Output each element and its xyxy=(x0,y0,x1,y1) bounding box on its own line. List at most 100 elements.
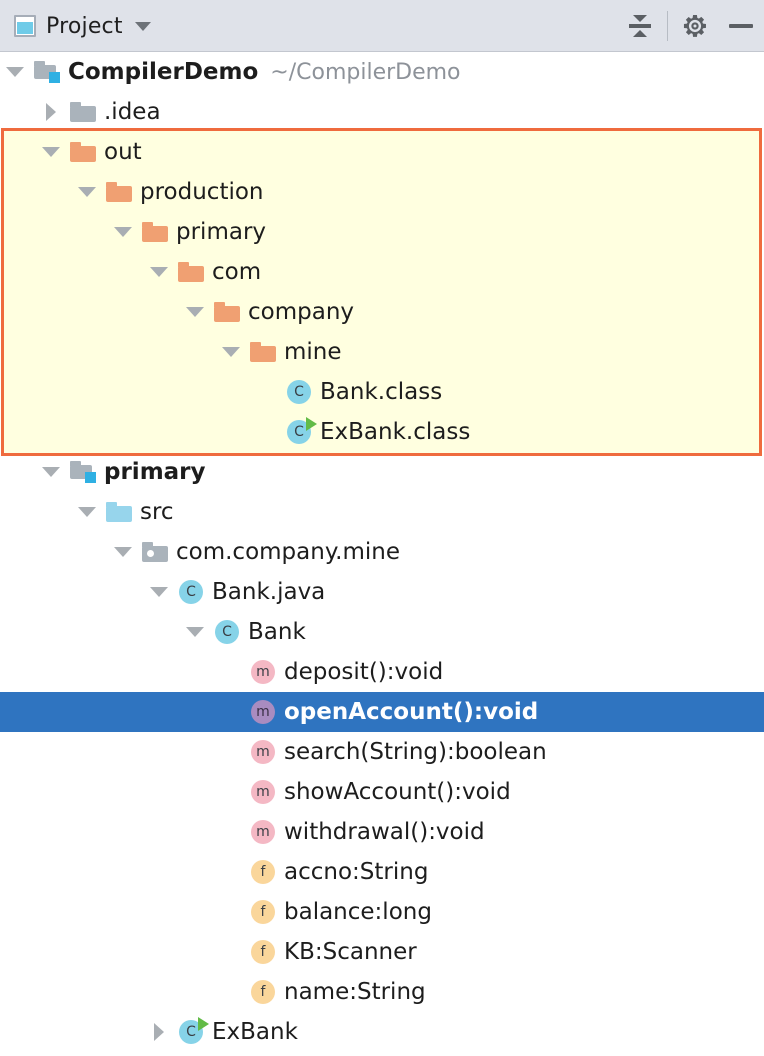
tree-row-label: company xyxy=(248,299,355,325)
tree-row-production[interactable]: production xyxy=(0,172,764,212)
field-badge-icon: f xyxy=(251,940,275,964)
tree-row-label: name:String xyxy=(284,979,426,1005)
tree-row-label: openAccount():void xyxy=(284,699,539,725)
tree-row-label: com xyxy=(212,259,262,285)
folder-orange-icon xyxy=(70,142,96,162)
project-view-selector[interactable]: Project xyxy=(14,0,151,52)
tree-row-label: search(String):boolean xyxy=(284,739,547,765)
tree-row-showaccount[interactable]: m showAccount():void xyxy=(0,772,764,812)
class-badge-icon: C xyxy=(287,380,311,404)
collapse-all-button[interactable] xyxy=(617,0,663,52)
chevron-down-icon[interactable] xyxy=(148,252,170,292)
folder-gray-icon xyxy=(70,102,96,122)
tree-row-label: KB:Scanner xyxy=(284,939,417,965)
folder-orange-icon xyxy=(142,222,168,242)
class-badge-icon: C xyxy=(179,580,203,604)
chevron-down-icon[interactable] xyxy=(112,212,134,252)
tree-row-label: Bank xyxy=(248,619,306,645)
field-badge-icon: f xyxy=(251,860,275,884)
tree-row-name[interactable]: f name:String xyxy=(0,972,764,1012)
tree-row-label: CompilerDemo~/CompilerDemo xyxy=(68,58,461,85)
tree-row-icon: m xyxy=(250,812,276,852)
minimize-button[interactable] xyxy=(718,0,764,52)
folder-blue-icon xyxy=(106,502,132,522)
tree-row-label: com.company.mine xyxy=(176,539,400,565)
tree-row-label: .idea xyxy=(104,99,161,125)
tree-row-icon: f xyxy=(250,972,276,1012)
chevron-down-icon[interactable] xyxy=(148,572,170,612)
tree-row-out[interactable]: out xyxy=(0,132,764,172)
chevron-down-icon[interactable] xyxy=(184,612,206,652)
tree-row-mine[interactable]: mine xyxy=(0,332,764,372)
tree-row-bank-class[interactable]: C Bank.class xyxy=(0,372,764,412)
folder-orange-icon xyxy=(178,262,204,282)
module-folder-icon xyxy=(70,461,96,483)
gear-icon xyxy=(683,14,706,37)
tree-row-icon xyxy=(70,92,96,132)
tree-row-icon: m xyxy=(250,732,276,772)
tree-row-icon: f xyxy=(250,932,276,972)
tree-row-bank[interactable]: C Bank xyxy=(0,612,764,652)
folder-orange-icon xyxy=(106,182,132,202)
chevron-down-icon[interactable] xyxy=(184,292,206,332)
chevron-right-icon[interactable] xyxy=(148,1012,170,1052)
tree-row-icon xyxy=(250,332,276,372)
tree-row-src[interactable]: src xyxy=(0,492,764,532)
folder-orange-icon xyxy=(214,302,240,322)
tree-row-label: showAccount():void xyxy=(284,779,511,805)
chevron-right-icon[interactable] xyxy=(40,92,62,132)
chevron-down-icon[interactable] xyxy=(220,332,242,372)
chevron-down-icon[interactable] xyxy=(4,52,26,92)
tree-row-icon xyxy=(70,132,96,172)
package-icon xyxy=(142,542,168,562)
tree-row-label: src xyxy=(140,499,174,525)
chevron-down-icon[interactable] xyxy=(76,172,98,212)
tree-row-icon xyxy=(178,252,204,292)
tree-row-primary-out[interactable]: primary xyxy=(0,212,764,252)
collapse-all-icon xyxy=(628,13,652,39)
tree-row-compilerdemo[interactable]: CompilerDemo~/CompilerDemo xyxy=(0,52,764,92)
tree-row-icon: C xyxy=(286,412,317,452)
tree-row-com[interactable]: com xyxy=(0,252,764,292)
tree-row-label: accno:String xyxy=(284,859,429,885)
tree-row-icon: m xyxy=(250,652,276,692)
tree-row-icon xyxy=(70,452,96,492)
tree-row-primary-module[interactable]: primary xyxy=(0,452,764,492)
tree-row-label: Bank.class xyxy=(320,379,443,405)
chevron-down-icon[interactable] xyxy=(134,21,151,31)
tree-row-icon: C xyxy=(214,612,240,652)
chevron-down-icon[interactable] xyxy=(112,532,134,572)
tree-row-icon: C xyxy=(178,572,204,612)
tree-row-label: out xyxy=(104,139,142,165)
tree-row-icon: m xyxy=(250,772,276,812)
tree-row-package[interactable]: com.company.mine xyxy=(0,532,764,572)
tree-row-search[interactable]: m search(String):boolean xyxy=(0,732,764,772)
tree-row-label: withdrawal():void xyxy=(284,819,485,845)
tree-row-icon xyxy=(34,52,60,92)
toolbar-divider xyxy=(667,11,668,41)
method-badge-icon: m xyxy=(251,740,275,764)
tree-row-icon xyxy=(142,212,168,252)
tree-row-kb[interactable]: f KB:Scanner xyxy=(0,932,764,972)
project-panel-icon xyxy=(14,15,36,37)
class-runnable-badge-icon: C xyxy=(179,1017,209,1044)
tree-row-icon: C xyxy=(286,372,312,412)
tree-row-openaccount[interactable]: m openAccount():void xyxy=(0,692,764,732)
chevron-down-icon[interactable] xyxy=(40,132,62,172)
chevron-down-icon[interactable] xyxy=(40,452,62,492)
module-folder-icon xyxy=(34,61,60,83)
tree-row-withdrawal[interactable]: m withdrawal():void xyxy=(0,812,764,852)
tree-row-icon: m xyxy=(250,692,276,732)
project-tree[interactable]: CompilerDemo~/CompilerDemo .idea out produc… xyxy=(0,52,764,1052)
tree-row-accno[interactable]: f accno:String xyxy=(0,852,764,892)
chevron-down-icon[interactable] xyxy=(76,492,98,532)
tree-row-company[interactable]: company xyxy=(0,292,764,332)
settings-button[interactable] xyxy=(672,0,718,52)
tree-row-idea[interactable]: .idea xyxy=(0,92,764,132)
